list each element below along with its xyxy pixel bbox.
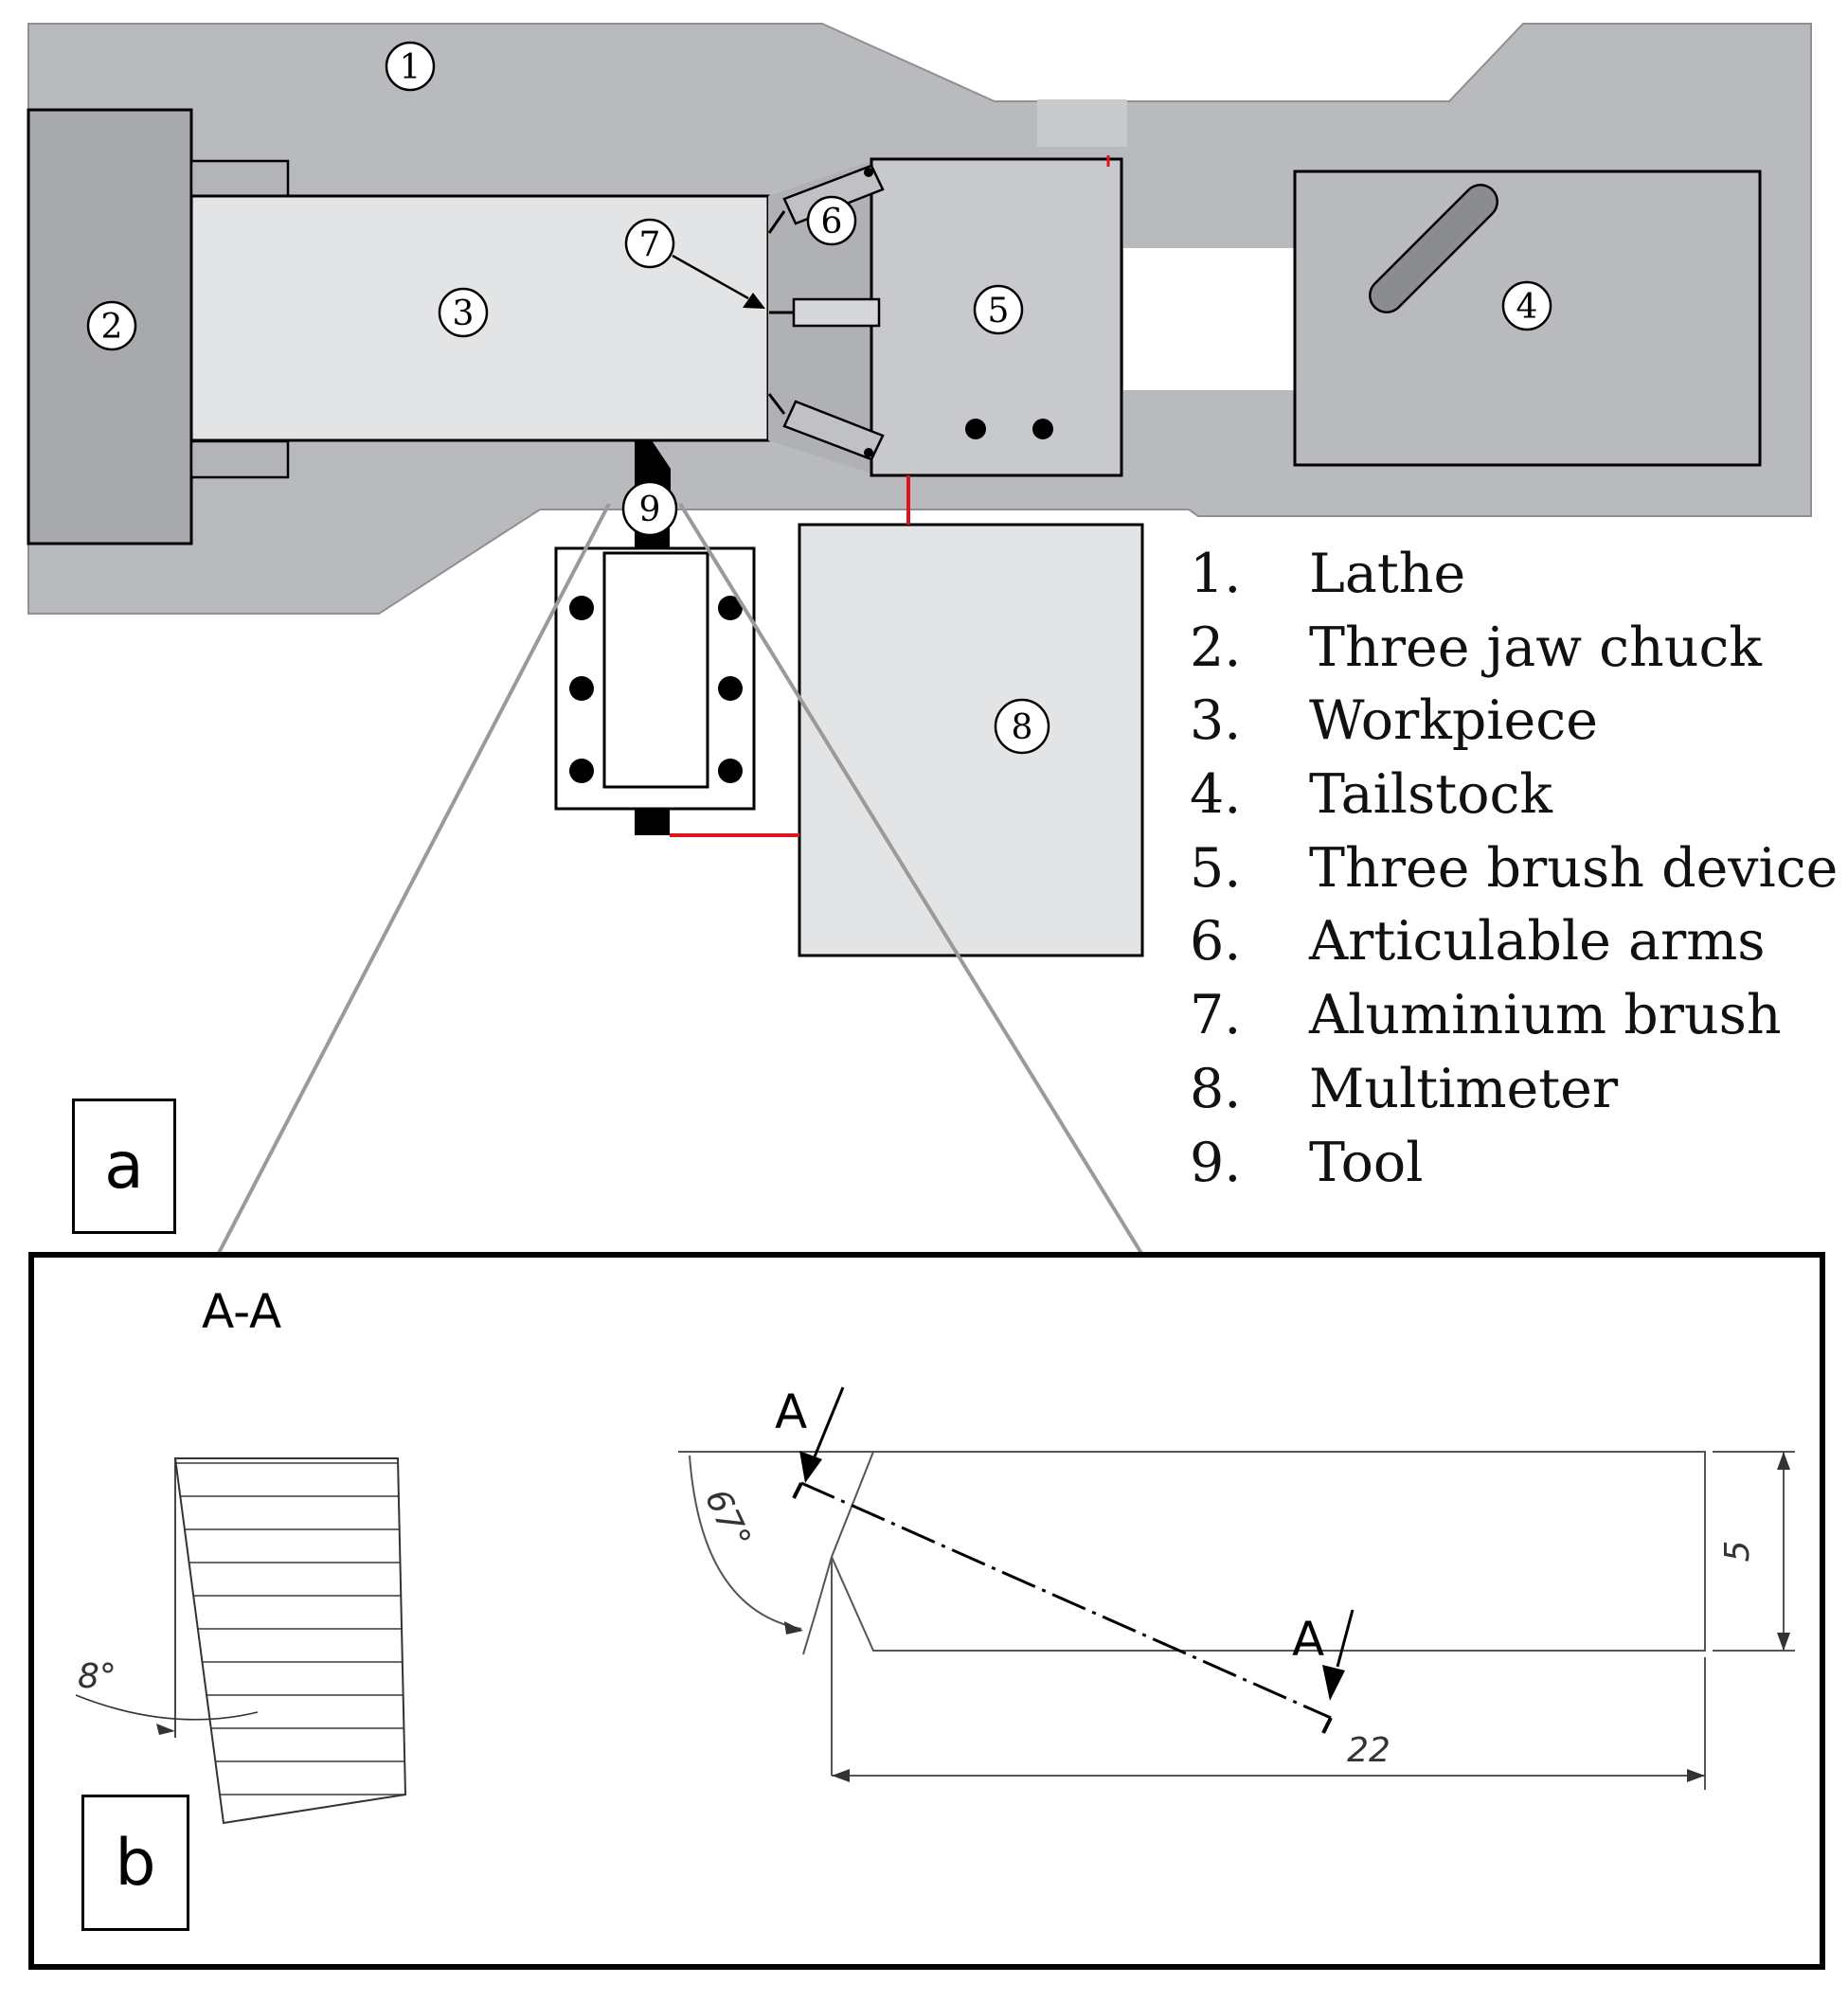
legend-item: 4.Tailstock — [1190, 763, 1552, 827]
svg-text:8: 8 — [1012, 708, 1033, 747]
legend-item: 5.Three brush device — [1190, 836, 1839, 900]
legend-item: 9.Tool — [1190, 1131, 1424, 1194]
tailstock-slot-fill — [1371, 186, 1497, 312]
zoom-line-right — [678, 502, 1144, 1257]
bed-gap — [1123, 248, 1297, 390]
callouts: 1 2 3 4 5 6 7 8 — [86, 41, 1552, 755]
multimeter — [798, 523, 1144, 957]
marker-a-bottom-head — [1322, 1665, 1345, 1701]
legend-item: 3.Workpiece — [1190, 689, 1598, 753]
callout-5: 5 — [973, 284, 1024, 335]
marker-a-bottom: A — [1292, 1612, 1324, 1667]
panel-label-b: b — [81, 1795, 189, 1931]
arm-top — [767, 164, 885, 234]
dim22-arrow-right — [1687, 1769, 1705, 1782]
callout-6: 6 — [806, 195, 857, 246]
panel-label-a: a — [72, 1099, 176, 1234]
panel-b-frame — [28, 1252, 1825, 1970]
legend: 1.Lathe 2.Three jaw chuck 3.Workpiece 4.… — [1190, 538, 1843, 1200]
device-hole-right — [1032, 419, 1053, 439]
marker-a-bottom-arrow — [1336, 1609, 1355, 1668]
callout-9: 9 — [621, 480, 678, 537]
dim22-arrow-left — [832, 1769, 850, 1782]
callout-4: 4 — [1501, 280, 1552, 331]
section-cut-end-top — [792, 1482, 803, 1499]
svg-text:5: 5 — [988, 292, 1010, 331]
zoom-line-left — [216, 503, 611, 1256]
callout-3: 3 — [438, 287, 489, 338]
svg-text:6: 6 — [821, 203, 843, 241]
tool-holder — [554, 546, 756, 811]
svg-text:7: 7 — [639, 225, 661, 264]
dim5-arrow-bottom — [1777, 1633, 1790, 1651]
dim5-arrow-top — [1777, 1452, 1790, 1470]
marker-a-top: A — [775, 1385, 807, 1439]
callout-1: 1 — [385, 41, 436, 92]
dim-5-label: 5 — [1718, 1541, 1757, 1563]
chuck-jaw-top — [189, 159, 290, 199]
chuck-jaw-bottom — [189, 439, 290, 479]
callout-2: 2 — [86, 300, 137, 351]
legend-item: 6.Articulable arms — [1190, 910, 1766, 974]
legend-item: 2.Three jaw chuck — [1190, 616, 1762, 679]
legend-item: 8.Multimeter — [1190, 1057, 1619, 1120]
dim-22-label: 22 — [1347, 1731, 1390, 1770]
angle67-arrow — [784, 1621, 803, 1635]
legend-item: 1.Lathe — [1190, 543, 1466, 605]
device-cap — [1037, 99, 1127, 147]
tool-tip — [635, 440, 671, 492]
callout-8: 8 — [994, 698, 1050, 755]
section-title: A-A — [202, 1284, 281, 1339]
section-cut-line — [800, 1481, 1332, 1720]
svg-text:4: 4 — [1516, 288, 1538, 327]
tool-side-view — [678, 1451, 1795, 1790]
device-hole-left — [965, 419, 986, 439]
svg-text:9: 9 — [639, 491, 661, 529]
svg-text:3: 3 — [453, 295, 475, 333]
callout-7: 7 — [624, 218, 765, 309]
svg-text:8°: 8° — [78, 1657, 117, 1696]
svg-text:1: 1 — [400, 48, 422, 87]
section-cut-end-bottom — [1321, 1717, 1333, 1734]
aluminium-brush — [769, 297, 881, 328]
legend-item: 7.Aluminium brush — [1190, 984, 1782, 1047]
marker-a-top-arrow — [809, 1386, 845, 1467]
svg-text:2: 2 — [101, 308, 123, 347]
marker-a-top-head — [799, 1451, 822, 1483]
arm-bottom — [767, 393, 885, 461]
